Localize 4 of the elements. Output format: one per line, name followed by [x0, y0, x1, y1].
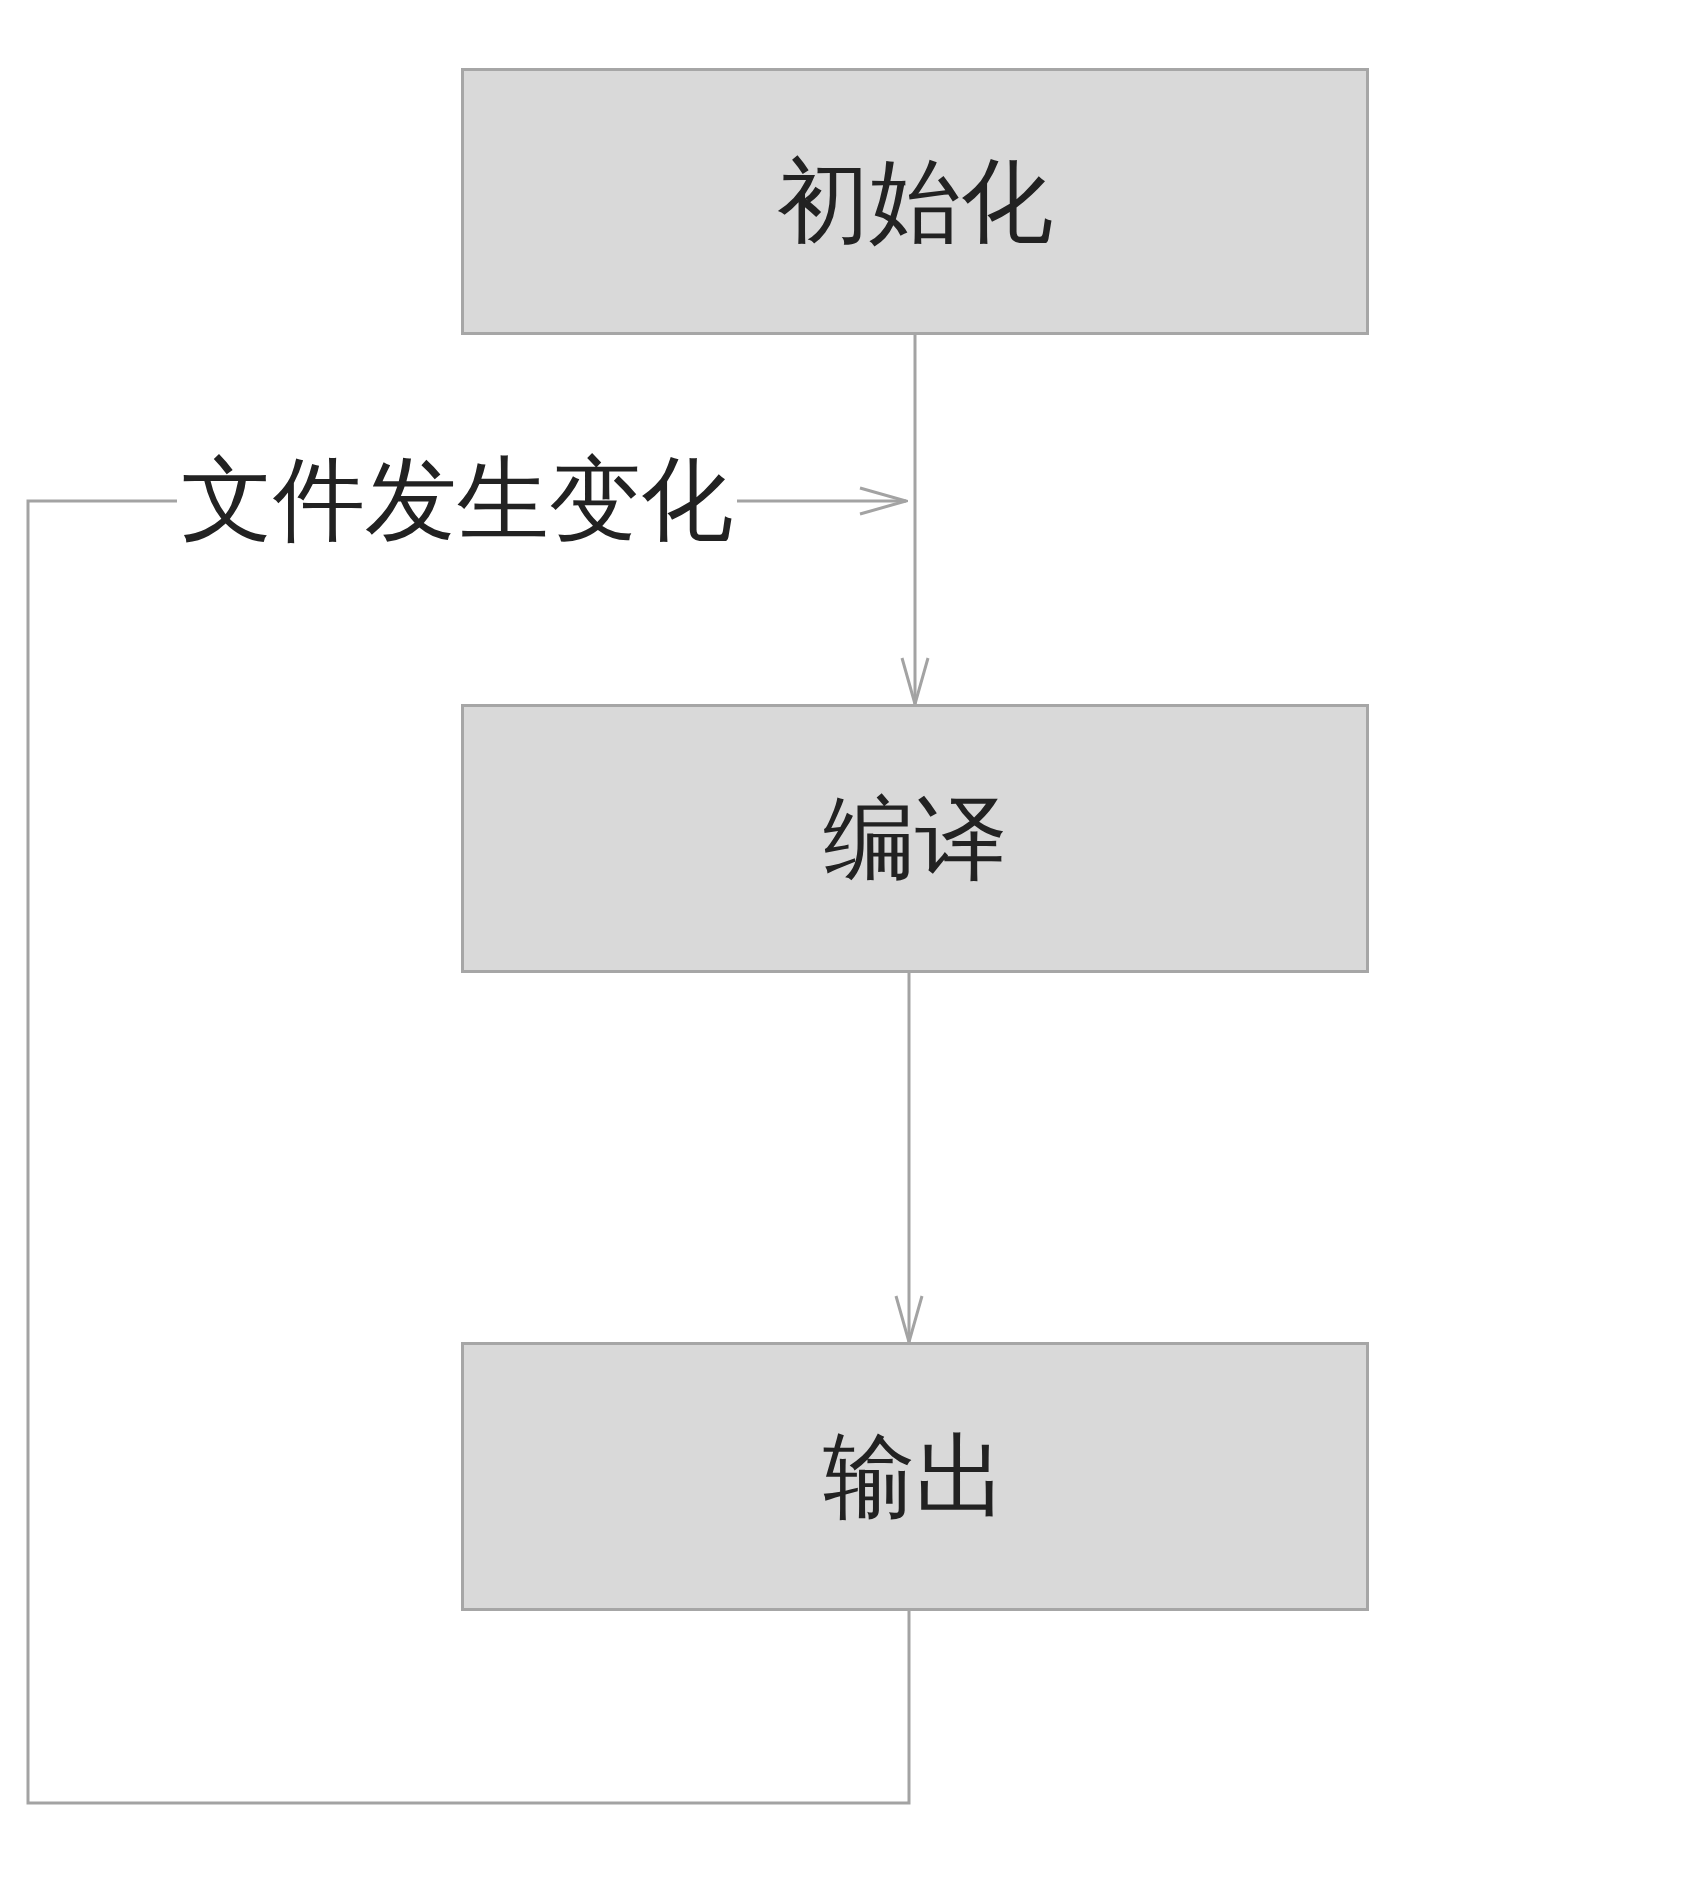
process-box: 输出 [461, 1342, 1369, 1611]
process-box: 初始化 [461, 68, 1369, 335]
process-box: 编译 [461, 704, 1369, 973]
arrow [894, 973, 924, 1344]
